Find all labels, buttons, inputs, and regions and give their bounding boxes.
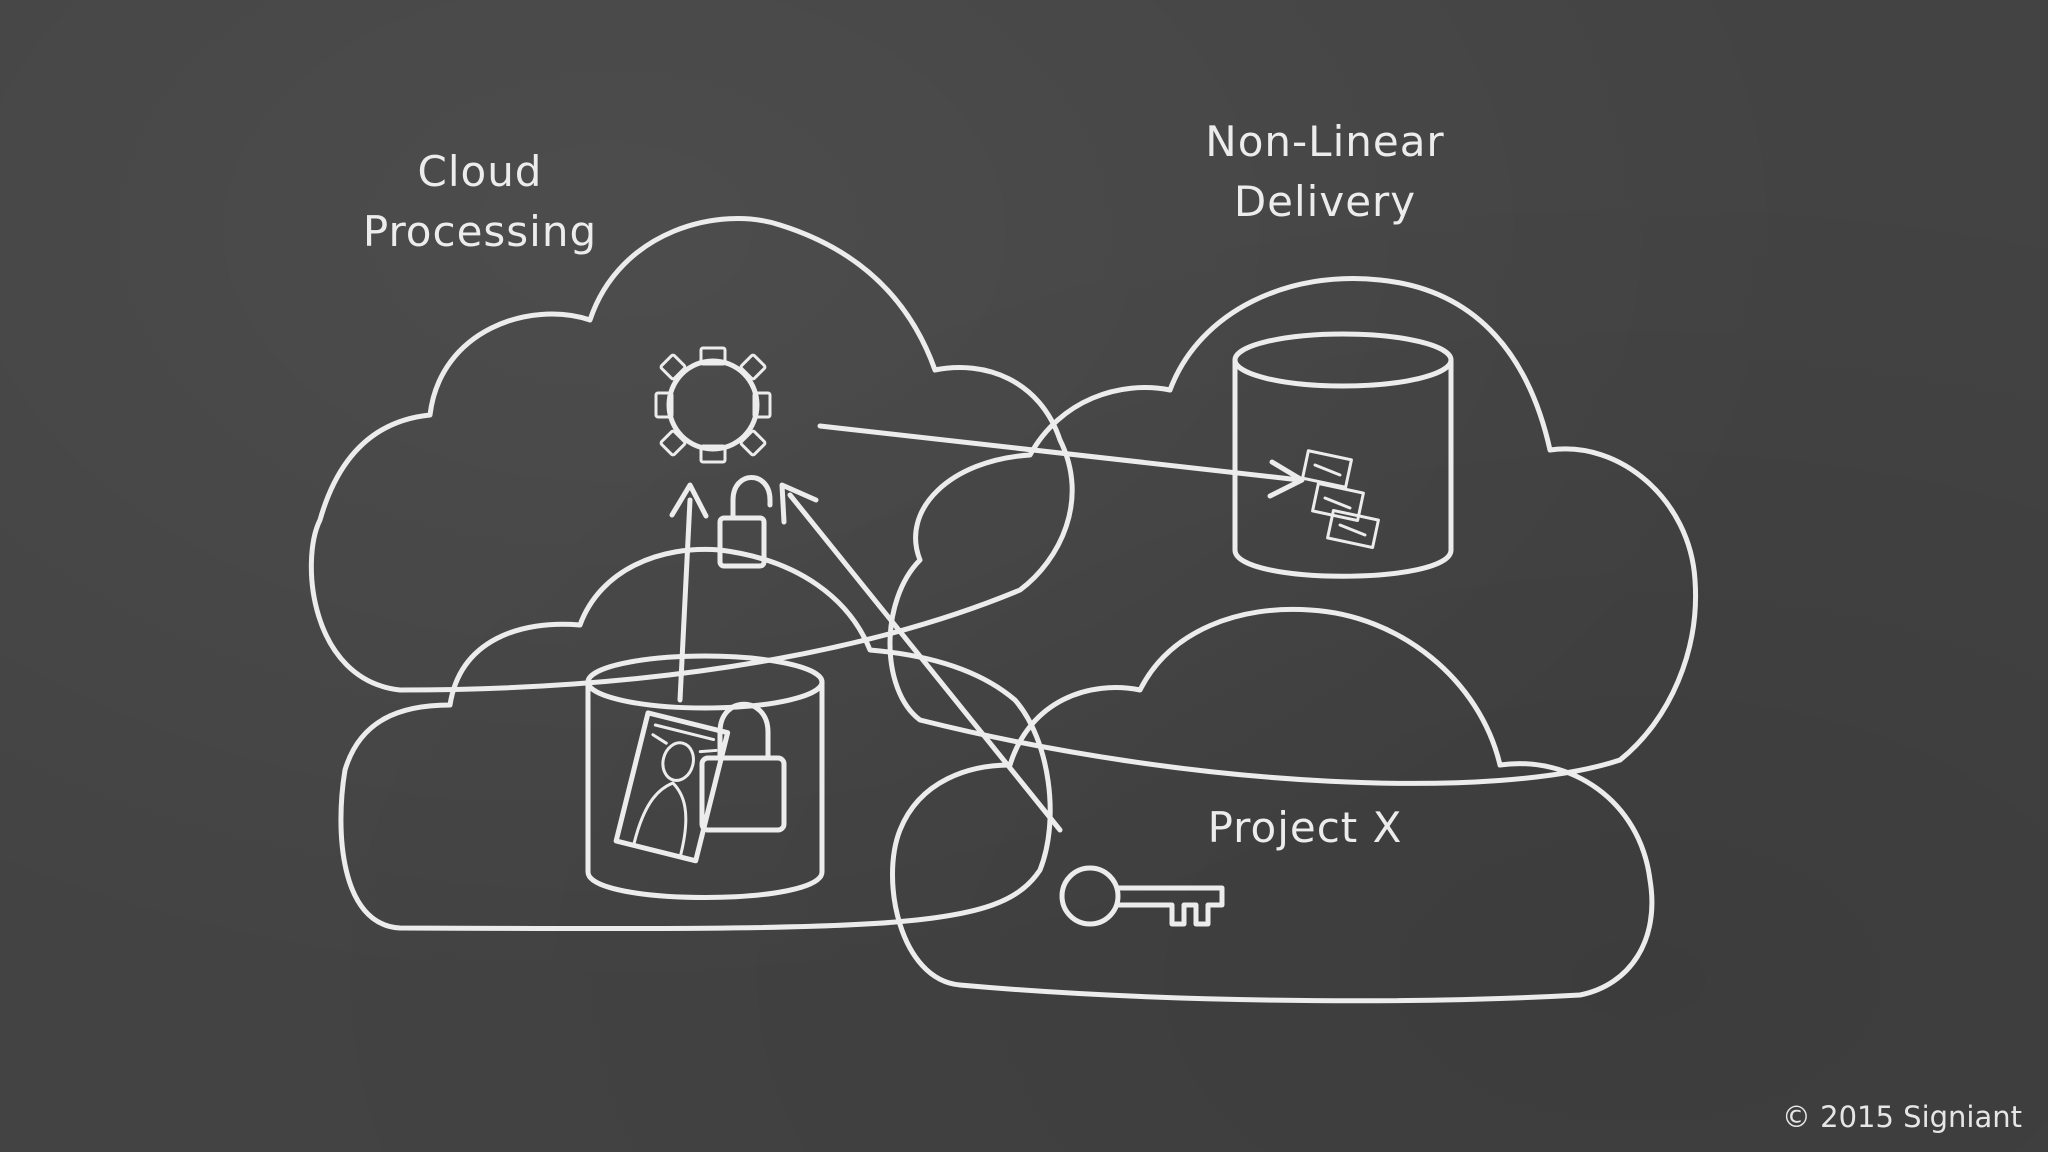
secure-storage-cylinder-icon (585, 653, 825, 900)
cloud-processing-cloud-icon (308, 216, 1075, 693)
padlock-icon (699, 701, 787, 833)
non-linear-delivery-label: Non-Linear Delivery (1180, 112, 1470, 232)
non-linear-delivery-label-line2: Delivery (1233, 177, 1417, 226)
key-icon (1059, 865, 1225, 927)
delivery-storage-cylinder-icon (1232, 331, 1454, 579)
non-linear-delivery-label-line1: Non-Linear (1205, 117, 1445, 166)
film-frame-icon (1301, 449, 1380, 549)
unlocked-padlock-icon (717, 475, 773, 569)
cloud-processing-label-line2: Processing (362, 207, 598, 256)
mona-lisa-image-icon (613, 710, 731, 864)
cloud-processing-label: Cloud Processing (350, 142, 610, 262)
non-linear-delivery-cloud-icon (887, 276, 1699, 786)
project-x-label: Project X (1207, 803, 1403, 852)
arrow-storage-to-gear-icon (669, 482, 709, 703)
arrow-gear-to-delivery-icon (817, 423, 1305, 499)
arrow-key-to-gear-icon (779, 482, 1063, 833)
storage-cloud-icon (338, 546, 1053, 932)
project-x-cloud-icon (890, 606, 1655, 1004)
gear-icon (654, 346, 772, 464)
copyright-text: © 2015 Signiant (1781, 1100, 2022, 1134)
cloud-processing-label-line1: Cloud (417, 147, 543, 196)
